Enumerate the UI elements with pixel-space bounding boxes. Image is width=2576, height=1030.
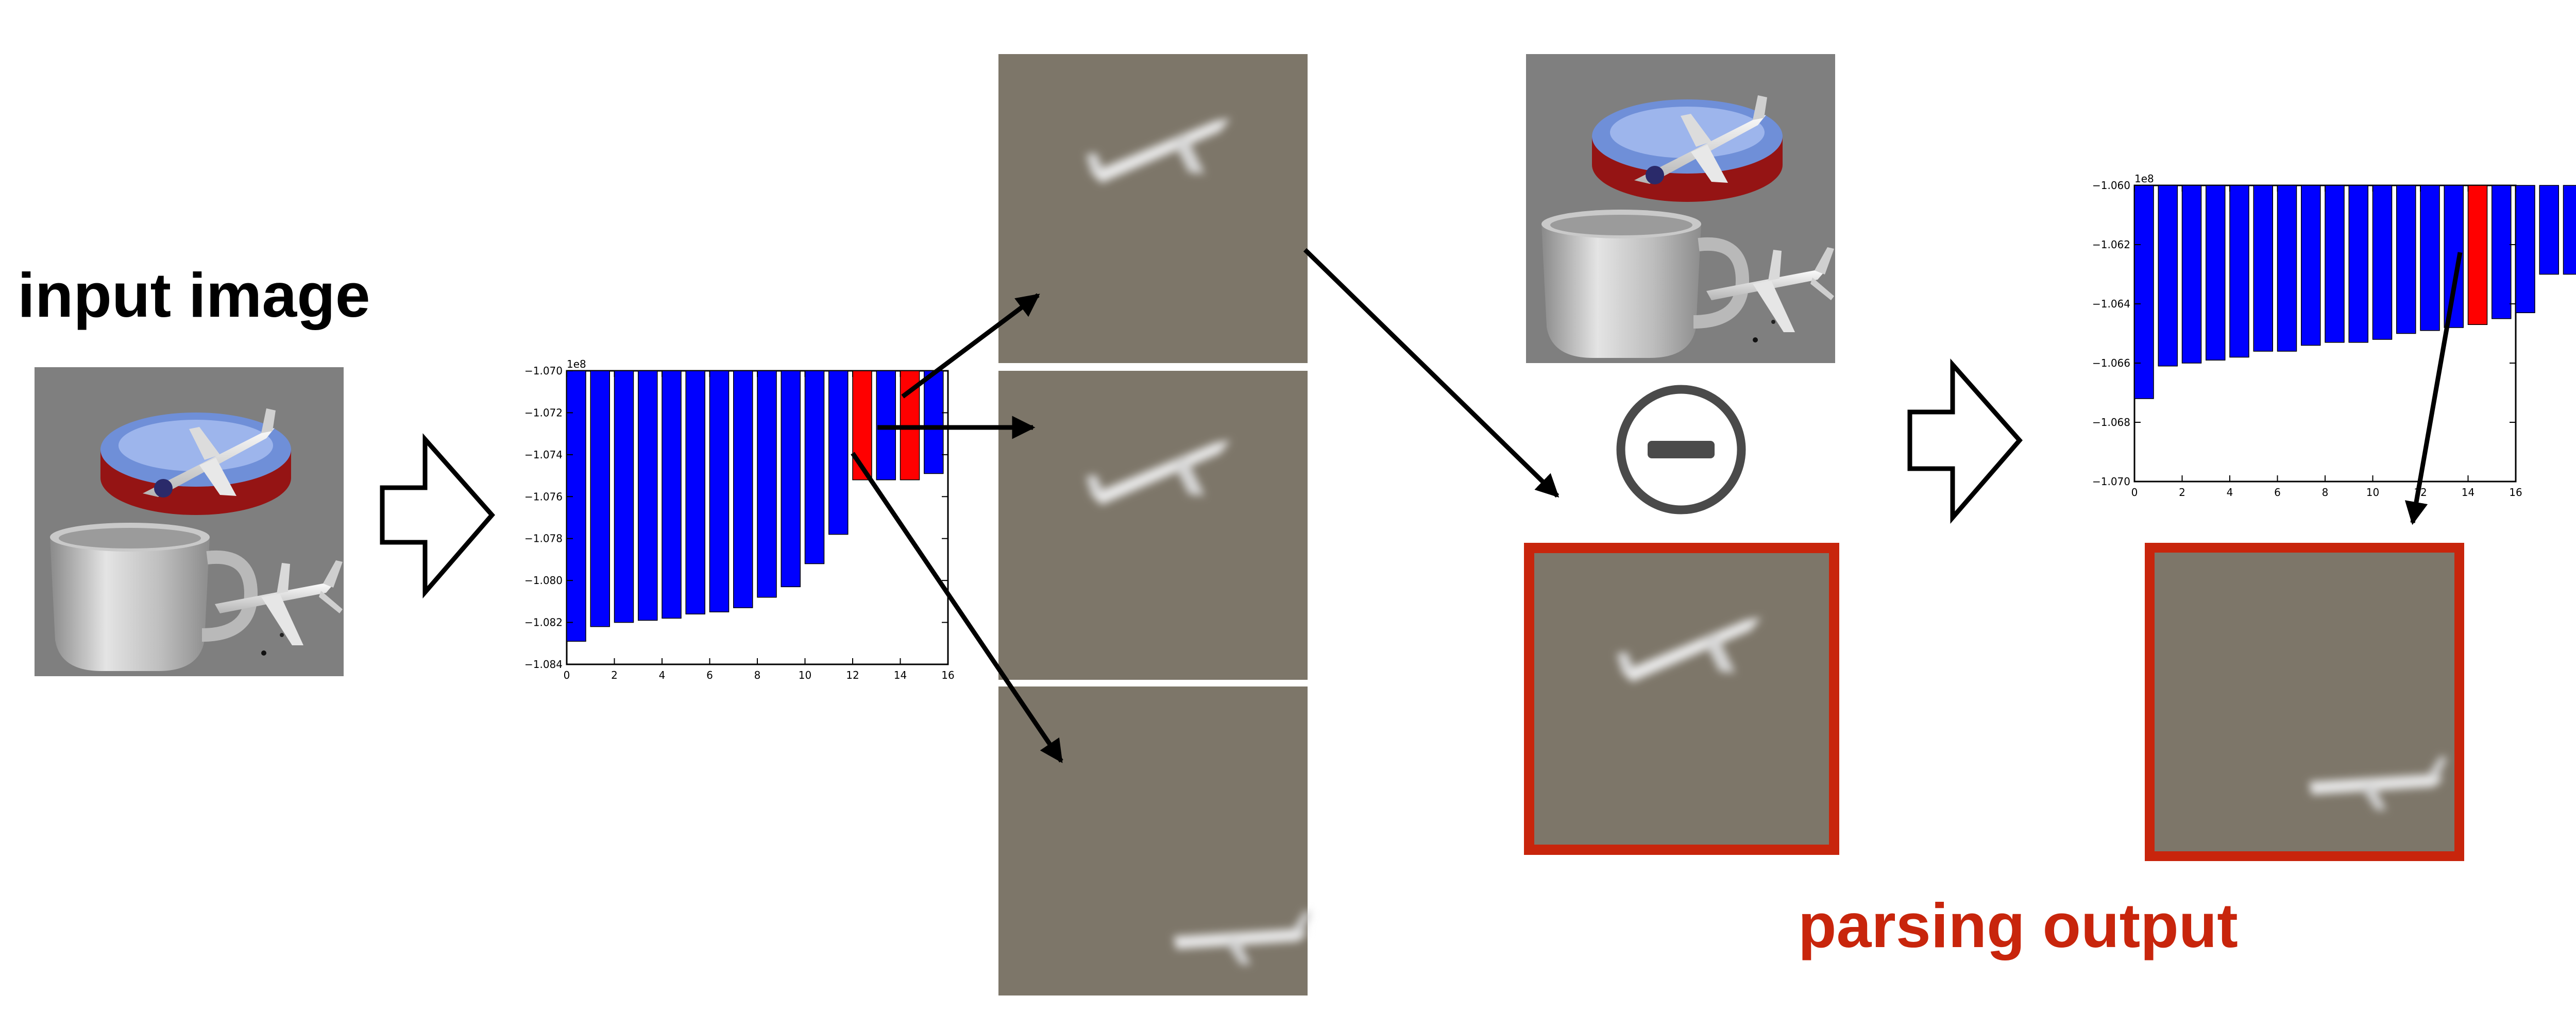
chart-2-bar-18	[2563, 185, 2576, 275]
chart-2-bar-6	[2277, 185, 2297, 352]
x-tick-label: 16	[941, 669, 954, 681]
x-tick-label: 4	[2227, 486, 2233, 499]
connector-arrows	[851, 248, 2463, 763]
chart-2-bar-11	[2396, 185, 2416, 334]
y-tick-label: −1.068	[2092, 416, 2130, 428]
input-image-copy	[1526, 54, 1835, 363]
chart-2-bar-2	[2181, 185, 2202, 364]
y-tick-label: −1.072	[524, 406, 563, 419]
proposal-crop-1	[998, 54, 1308, 363]
y-tick-label: −1.084	[524, 658, 563, 671]
x-tick-label: 0	[2131, 486, 2138, 499]
proposal-crop-3	[998, 686, 1312, 995]
input-image-title: input image	[18, 260, 370, 330]
x-tick-label: 2	[611, 669, 618, 681]
chart-2-bar-5	[2253, 185, 2273, 352]
x-tick-label: 10	[799, 669, 811, 681]
chart-2-bar-7	[2301, 185, 2321, 346]
chart-1-bar-10	[804, 370, 825, 564]
chart-1-bar-2	[614, 370, 634, 623]
y-tick-label: −1.060	[2092, 179, 2130, 192]
energy-bar-chart-1: 0 2 4 6 8 10 12 14 16 −1.070 −1.072 −1.074 −1.076 −1.…	[524, 358, 955, 681]
chart-2-bar-14	[2467, 185, 2488, 325]
x-tick-label: 8	[2322, 486, 2329, 499]
chart-1-bar-4	[662, 370, 682, 619]
selected-result-2	[2145, 543, 2464, 861]
chart-1-bar-5	[685, 370, 705, 615]
chart-2-bar-3	[2206, 185, 2226, 360]
x-tick-label: 14	[2462, 486, 2475, 499]
chart-2-bar-1	[2158, 185, 2178, 367]
x-tick-label: 10	[2366, 486, 2379, 499]
hollow-right-arrow-icon	[1907, 358, 2023, 524]
input-image	[35, 367, 344, 676]
minus-circle-icon	[1616, 385, 1746, 514]
chart-2-bar-9	[2348, 185, 2368, 343]
y-tick-label: −1.070	[524, 365, 563, 377]
x-tick-label: 2	[2179, 486, 2185, 499]
chart-1-bar-15	[924, 370, 944, 474]
y-tick-label: −1.066	[2092, 357, 2130, 369]
chart-1-bar-0	[566, 370, 586, 642]
y-tick-label: −1.080	[524, 574, 563, 587]
selected-result-1	[1524, 543, 1839, 855]
x-tick-label: 0	[564, 669, 570, 681]
chart-2-bar-15	[2492, 185, 2512, 319]
axis-offset-label: 1e8	[567, 358, 586, 370]
x-tick-label: 16	[2509, 486, 2522, 499]
parsing-output-title: parsing output	[1798, 890, 2238, 960]
x-tick-label: 12	[846, 669, 859, 681]
y-tick-label: −1.076	[524, 490, 563, 503]
y-tick-label: −1.074	[524, 449, 563, 461]
y-tick-label: −1.064	[2092, 298, 2130, 310]
y-tick-label: −1.070	[2092, 475, 2130, 488]
chart-2-bar-8	[2325, 185, 2345, 343]
chart-1-bar-9	[781, 370, 801, 588]
chart-1-bar-8	[757, 370, 777, 598]
x-tick-label: 6	[2274, 486, 2281, 499]
chart-2-bar-10	[2372, 185, 2393, 340]
proposal-crop-2	[998, 371, 1308, 680]
chart-2-bar-4	[2229, 185, 2249, 358]
chart-2-bar-0	[2134, 185, 2154, 399]
x-tick-label: 8	[754, 669, 761, 681]
chart-1-bar-1	[590, 370, 610, 627]
x-tick-label: 4	[659, 669, 666, 681]
chart-1-bar-11	[828, 370, 849, 535]
chart-1-bar-6	[709, 370, 730, 612]
y-tick-label: −1.062	[2092, 238, 2130, 251]
chart-2-bar-16	[2515, 185, 2535, 313]
chart-1-bar-7	[733, 370, 753, 608]
chart-2-bar-12	[2420, 185, 2440, 331]
x-tick-label: 6	[706, 669, 713, 681]
y-tick-label: −1.078	[524, 533, 563, 545]
chart-2-bar-17	[2539, 185, 2559, 275]
x-tick-label: 14	[894, 669, 907, 681]
y-tick-label: −1.082	[524, 616, 563, 629]
axis-offset-label: 1e8	[2134, 173, 2154, 185]
hollow-right-arrow-icon	[380, 433, 495, 599]
chart-1-bar-3	[638, 370, 658, 621]
